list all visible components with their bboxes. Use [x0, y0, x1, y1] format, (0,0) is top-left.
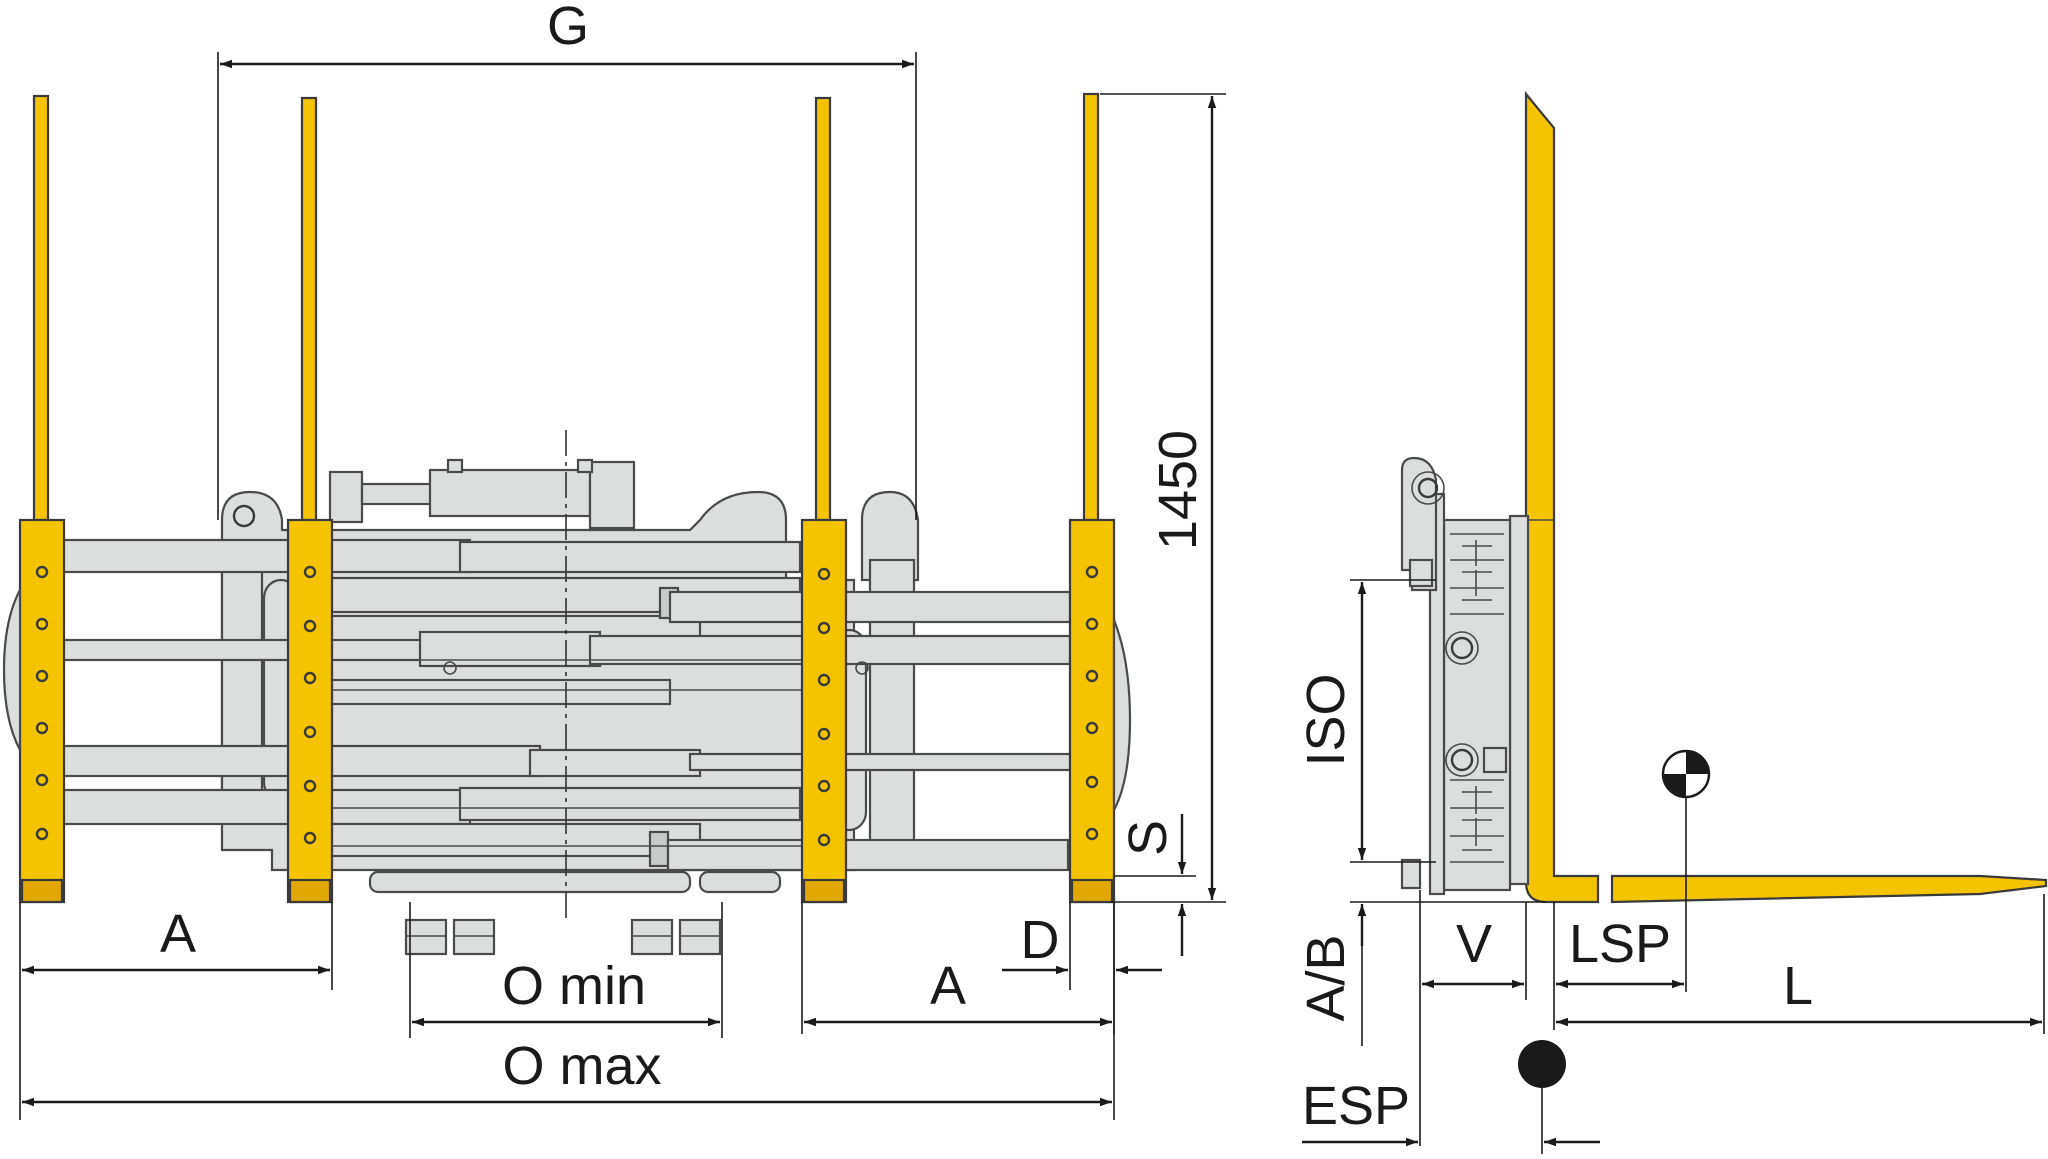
label-iso: ISO [1296, 673, 1356, 766]
lower-stop [1482, 746, 1508, 774]
fork-arm-1 [2, 94, 66, 904]
front-view: G 1450 S A O min [2, 0, 1226, 1120]
cylinder-port-right [576, 458, 594, 474]
dimension-iso: ISO [1296, 579, 1436, 863]
label-l: L [1783, 956, 1813, 1016]
fork-arm-4 [1068, 92, 1132, 904]
dimension-v: V [1419, 890, 1527, 1146]
dimension-s: S [1114, 814, 1196, 956]
dimension-a-b: A/B [1296, 904, 1367, 1046]
dimension-o-min: O min [409, 902, 723, 1038]
label-v: V [1456, 914, 1492, 974]
fork-arm-3 [800, 96, 848, 904]
dimension-o-max: O max [19, 902, 1115, 1120]
dimension-d: D [1002, 902, 1162, 990]
guide-bars [58, 538, 1072, 872]
top-hydraulic-cylinder [328, 458, 636, 530]
carriage-plate [1508, 514, 1530, 886]
shoe-block [630, 918, 674, 956]
dimension-g: G [217, 0, 917, 520]
upper-hook [1408, 558, 1434, 588]
cylinder-rod [360, 482, 434, 506]
label-g: G [547, 0, 589, 56]
label-o-max: O max [502, 1036, 661, 1096]
shoe-block [452, 918, 496, 956]
side-fork [1524, 90, 2048, 904]
side-carriage [1400, 456, 1530, 896]
dimension-a-right: A [801, 902, 1115, 1034]
side-view: ISO A/B V LSP L [1296, 90, 2048, 1154]
label-1450: 1450 [1148, 430, 1208, 550]
cylinder-port-left [446, 458, 464, 474]
carriage-body [1442, 518, 1512, 892]
lifting-eye-left [232, 504, 256, 528]
shoe-block [678, 918, 722, 956]
dimension-l: L [1556, 894, 2045, 1034]
centre-of-gravity-dot [1518, 1040, 1566, 1088]
cylinder-left-mount [328, 470, 364, 524]
label-a-b: A/B [1296, 934, 1356, 1021]
dimension-a-left: A [19, 902, 333, 990]
label-s: S [1118, 820, 1178, 856]
bottom-shoes [368, 870, 782, 956]
dimension-esp: ESP [1302, 1076, 1600, 1154]
cylinder-right-mount [588, 460, 636, 530]
label-esp: ESP [1302, 1076, 1410, 1136]
fork-blade [1610, 874, 2048, 904]
label-d: D [1021, 910, 1060, 970]
dimension-lsp: LSP [1553, 902, 1684, 1030]
load-centre-marker [1661, 749, 1711, 992]
shoe-block [404, 918, 448, 956]
label-a-left: A [160, 904, 196, 964]
lower-hook [1400, 858, 1422, 890]
label-o-min: O min [502, 956, 646, 1016]
fork-arm-2 [286, 96, 334, 904]
label-a-right: A [930, 956, 966, 1016]
dimension-height: 1450 [1100, 93, 1226, 903]
label-lsp: LSP [1569, 914, 1671, 974]
